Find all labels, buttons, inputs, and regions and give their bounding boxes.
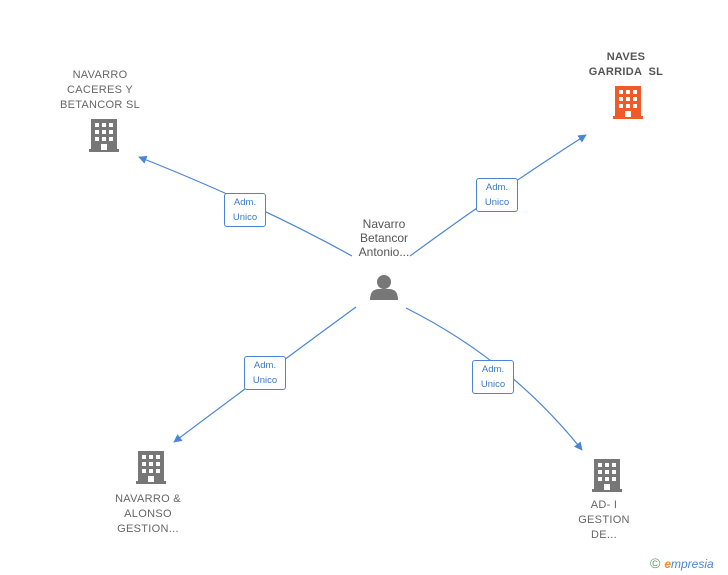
company-label-navarro-alonso[interactable]: NAVARRO & ALONSO GESTION... [98, 492, 198, 537]
company-label-line: GESTION [578, 514, 630, 526]
company-label-line: BETANCOR SL [59, 99, 141, 111]
person-label[interactable]: Navarro Betancor Antonio... [344, 217, 424, 259]
edge-label-navarro-alonso[interactable]: Adm. Unico [244, 356, 286, 390]
building-icon[interactable] [136, 451, 166, 484]
company-label-line: ALONSO [124, 508, 172, 520]
edge-label-line: Unico [484, 197, 510, 208]
brand-name: mpresia [671, 557, 714, 571]
edge-label-line: Adm. [233, 197, 257, 208]
brand-logo[interactable]: ©empresia [650, 555, 714, 571]
edge-label-line: Adm. [485, 182, 509, 193]
edge-label-line: Unico [480, 379, 506, 390]
edge-label-line: Unico [252, 375, 278, 386]
company-label-line: CACERES Y [66, 84, 134, 96]
company-label-navarro-caceres[interactable]: NAVARRO CACERES Y BETANCOR SL [50, 68, 150, 113]
company-label-line: NAVARRO & [115, 493, 181, 505]
brand-initial: e [664, 557, 672, 571]
person-label-line: Betancor [359, 231, 409, 245]
company-label-naves-garrida[interactable]: NAVES GARRIDA SL [576, 50, 676, 80]
company-label-line: GARRIDA SL [588, 66, 664, 78]
company-label-ad-i-gestion[interactable]: AD- I GESTION DE... [564, 498, 644, 543]
company-label-line: NAVES [606, 51, 646, 63]
copyright-icon: © [650, 555, 661, 571]
company-label-line: AD- I [590, 499, 618, 511]
building-icon[interactable] [592, 459, 622, 492]
building-icon-highlight[interactable] [613, 86, 643, 119]
person-label-line: Antonio... [358, 245, 410, 259]
edge-label-line: Adm. [481, 364, 505, 375]
edge-label-line: Adm. [253, 360, 277, 371]
company-label-line: GESTION... [117, 523, 179, 535]
person-icon[interactable] [370, 275, 398, 300]
building-icon[interactable] [89, 119, 119, 152]
company-label-line: DE... [591, 529, 617, 541]
edge-label-naves-garrida[interactable]: Adm. Unico [476, 178, 518, 212]
edge-label-ad-i-gestion[interactable]: Adm. Unico [472, 360, 514, 394]
person-label-line: Navarro [362, 217, 406, 231]
edge-label-line: Unico [232, 212, 258, 223]
company-label-line: NAVARRO [72, 69, 128, 81]
edge-label-navarro-caceres[interactable]: Adm. Unico [224, 193, 266, 227]
